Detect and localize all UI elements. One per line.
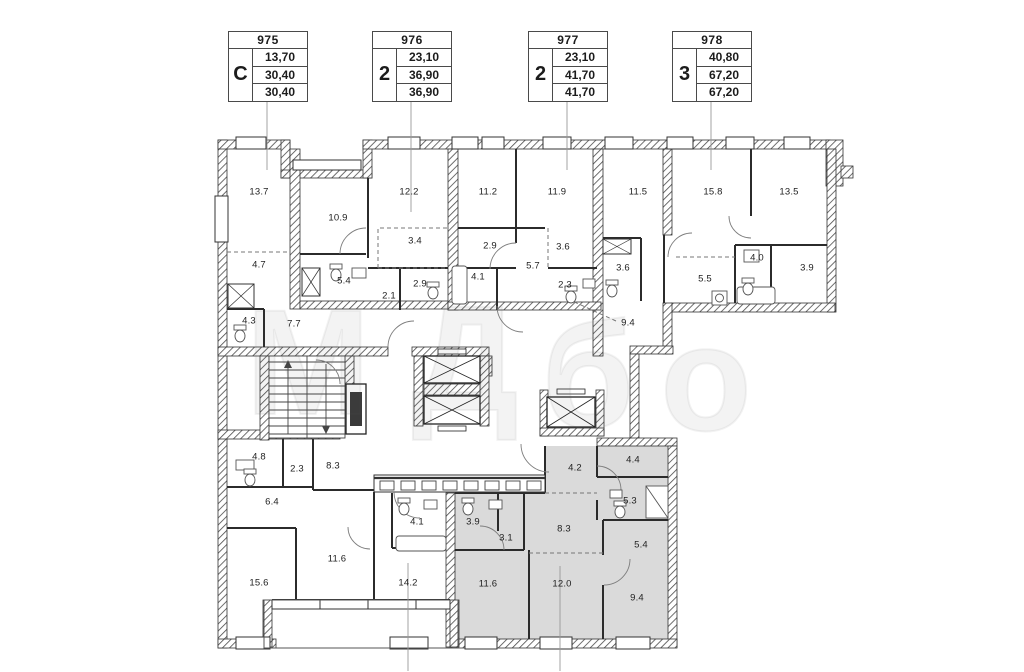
unit-area-value: 40,80 (697, 49, 751, 67)
vent-shafts (227, 238, 632, 309)
room-area-label: 12.2 (399, 186, 419, 198)
elevators (423, 348, 596, 432)
room-area-label: 2.1 (382, 290, 396, 302)
room-area-label: 3.6 (556, 241, 570, 253)
room-area-label: 4.3 (242, 315, 256, 327)
unit-type: 2 (529, 49, 553, 101)
unit-area-value: 41,70 (564, 85, 596, 100)
unit-number: 978 (673, 32, 751, 49)
stairs (268, 355, 346, 439)
room-area-label: 4.7 (252, 259, 266, 271)
unit-area-value: 30,40 (264, 85, 296, 100)
room-area-label: 4.1 (410, 516, 424, 528)
vent-band (373, 474, 546, 493)
room-area-label: 3.6 (616, 262, 630, 274)
room-area-label: 7.7 (287, 318, 301, 330)
room-area-label: 11.2 (478, 186, 498, 198)
room-area-label: 3.1 (499, 532, 513, 544)
room-area-label: 5.5 (698, 273, 712, 285)
unit-type: С (229, 49, 253, 101)
room-area-label: 4.0 (750, 252, 764, 264)
dashed-lines (227, 227, 735, 554)
chute (345, 383, 367, 435)
balcony (263, 599, 459, 649)
doors (315, 215, 752, 586)
room-area-label: 8.3 (557, 523, 571, 535)
room-area-label: 13.7 (249, 186, 269, 198)
room-area-label: 2.9 (483, 240, 497, 252)
room-area-label: 8.3 (326, 460, 340, 472)
unit-number: 977 (529, 32, 607, 49)
unit-area-value: 30,40 (253, 67, 307, 85)
room-area-label: 11.5 (628, 186, 648, 198)
room-area-label: 4.4 (626, 454, 640, 466)
unit-area-value: 36,90 (397, 67, 451, 85)
room-area-label: 11.6 (327, 553, 347, 565)
fixtures (233, 249, 776, 552)
unit-area-value: 67,20 (708, 85, 740, 100)
room-area-label: 11.9 (547, 186, 567, 198)
room-area-label: 4.8 (252, 451, 266, 463)
room-area-label: 15.6 (249, 577, 269, 589)
room-area-label: 12.0 (552, 578, 572, 590)
room-area-label: 14.2 (398, 577, 418, 589)
room-area-label: 9.4 (630, 592, 644, 604)
room-area-label: 5.4 (337, 275, 351, 287)
unit-number: 975 (229, 32, 307, 49)
room-area-label: 5.7 (526, 260, 540, 272)
room-area-label: 3.9 (800, 262, 814, 274)
walls (217, 139, 854, 649)
room-area-label: 2.3 (558, 279, 572, 291)
room-area-label: 3.9 (466, 516, 480, 528)
room-area-label: 2.9 (413, 278, 427, 290)
room-area-label: 10.9 (328, 212, 348, 224)
room-area-label: 9.4 (621, 317, 635, 329)
leader-lines (266, 98, 712, 671)
unit-area-value: 13,70 (253, 49, 307, 67)
room-area-label: 15.8 (703, 186, 723, 198)
room-area-label: 4.1 (471, 271, 485, 283)
unit-area-value: 41,70 (553, 67, 607, 85)
room-area-label: 5.3 (623, 495, 637, 507)
room-area-label: 11.6 (478, 578, 498, 590)
unit-area-value: 23,10 (397, 49, 451, 67)
unit-area-value: 67,20 (697, 67, 751, 85)
unit-area-value: 23,10 (553, 49, 607, 67)
room-area-label: 5.4 (634, 539, 648, 551)
unit-type: 2 (373, 49, 397, 101)
unit-type: 3 (673, 49, 697, 101)
unit-number: 976 (373, 32, 451, 49)
room-area-label: 6.4 (265, 496, 279, 508)
room-area-label: 3.4 (408, 235, 422, 247)
room-area-label: 2.3 (290, 463, 304, 475)
unit-area-value: 36,90 (408, 85, 440, 100)
windows (214, 136, 811, 650)
room-area-label: 13.5 (779, 186, 799, 198)
room-area-label: 4.2 (568, 462, 582, 474)
